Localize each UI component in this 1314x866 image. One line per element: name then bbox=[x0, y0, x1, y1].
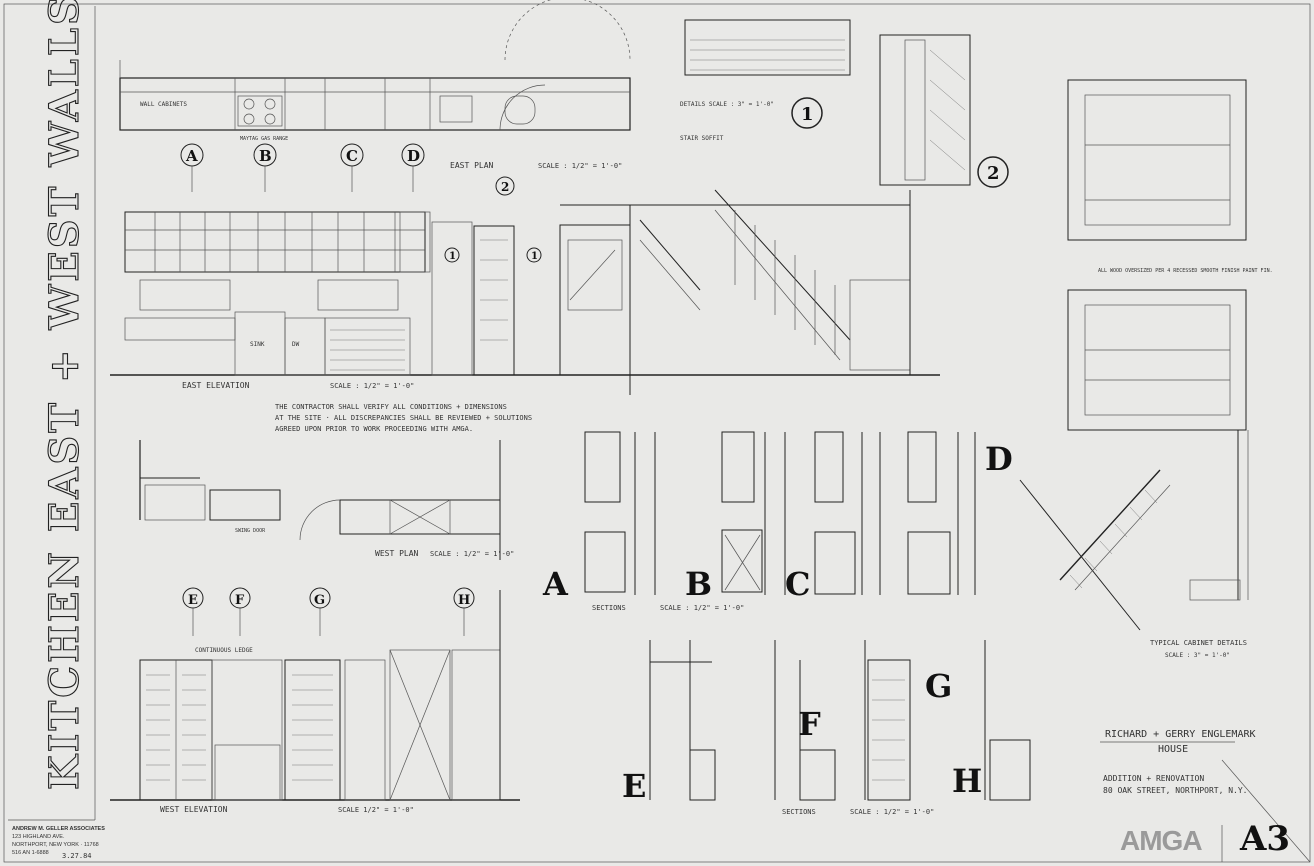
firm-name: ANDREW M. GELLER ASSOCIATES bbox=[12, 826, 105, 832]
labels-wall-cabinets: WALL CABINETS bbox=[140, 101, 187, 108]
callouts-east-letters-1: B bbox=[259, 147, 272, 165]
east-elevation: EAST ELEVATION SCALE : 1/2" = 1'-0" SINK… bbox=[110, 135, 940, 395]
vertical-sheet-title: KITCHEN EAST + WEST WALLS bbox=[41, 0, 88, 790]
east-plan-title: EAST PLAN bbox=[450, 161, 494, 170]
detail-number-2: 2 bbox=[987, 163, 1000, 184]
project-title-block: RICHARD + GERRY ENGLEMARK HOUSE ADDITION… bbox=[1100, 729, 1256, 795]
amga-logo: AMGA bbox=[1120, 825, 1202, 856]
drawings-sections-abcd-scale: SCALE : 1/2" = 1'-0" bbox=[660, 604, 744, 612]
callouts-west-letters-0: E bbox=[188, 593, 198, 608]
labels-stair-soffit: STAIR SOFFIT bbox=[680, 135, 724, 142]
east-plan-scale: SCALE : 1/2" = 1'-0" bbox=[538, 162, 622, 170]
callouts-west-letters-2: G bbox=[314, 593, 325, 608]
general-notes: THE CONTRACTOR SHALL VERIFY ALL CONDITIO… bbox=[275, 403, 532, 433]
detail-1: 1 DETAILS SCALE : 3" = 1'-0" bbox=[680, 19, 851, 129]
drawings-typical-cabinet-scale: SCALE : 3" = 1'-0" bbox=[1165, 652, 1230, 659]
west-elevation: WEST ELEVATION SCALE 1/2" = 1'-0" CONTIN… bbox=[110, 590, 520, 814]
section-c-letter: C bbox=[785, 565, 810, 603]
detail-number-1: 1 bbox=[801, 104, 814, 125]
sheet-border bbox=[3, 3, 1311, 863]
east-elevation-title: EAST ELEVATION bbox=[182, 381, 250, 390]
section-g-letter: G bbox=[925, 667, 952, 705]
sheet-number: A3 bbox=[1239, 819, 1290, 859]
labels-continuous-ledge: CONTINUOUS LEDGE bbox=[195, 647, 253, 654]
drawings-detail-1-title: DETAILS SCALE : 3" = 1'-0" bbox=[680, 101, 774, 108]
west-plan: WEST PLAN SCALE : 1/2" = 1'-0" SWING DOO… bbox=[139, 440, 514, 560]
typical-cabinet-details: TYPICAL CABINET DETAILS SCALE : 3" = 1'-… bbox=[1019, 79, 1273, 659]
notes-general-3: AGREED UPON PRIOR TO WORK PROCEEDING WIT… bbox=[275, 425, 473, 433]
project-address: 80 OAK STREET, NORTHPORT, N.Y. bbox=[1103, 786, 1248, 795]
building-label: HOUSE bbox=[1158, 744, 1188, 755]
west-plan-title: WEST PLAN bbox=[375, 549, 419, 558]
labels-maytag: MAYTAG GAS RANGE bbox=[240, 136, 288, 142]
firm-phone: 516 AN 1-6888 bbox=[12, 850, 49, 856]
callouts-east-letters-0: A bbox=[185, 147, 198, 165]
sections-abcd-title: SECTIONS bbox=[592, 604, 626, 612]
callouts-east-letters-2: C bbox=[346, 147, 358, 165]
callouts-elev-marker-2: 2 bbox=[501, 180, 509, 194]
section-a-letter: A bbox=[542, 565, 569, 603]
callouts-elev-marker-1a: 1 bbox=[449, 251, 456, 262]
section-e-letter: E bbox=[622, 767, 646, 805]
east-plan: WALL CABINETS MAYTAG GAS RANGE EAST PLAN… bbox=[119, 0, 631, 170]
firm-title-block: ANDREW M. GELLER ASSOCIATES 123 HIGHLAND… bbox=[8, 819, 105, 860]
notes-general-2: AT THE SITE · ALL DISCREPANCIES SHALL BE… bbox=[275, 414, 532, 422]
drawings-west-plan-scale: SCALE : 1/2" = 1'-0" bbox=[430, 550, 514, 558]
elevation-markers: 2 1 1 bbox=[444, 176, 542, 263]
section-f-letter: F bbox=[798, 705, 821, 743]
east-elevation-scale: SCALE : 1/2" = 1'-0" bbox=[330, 382, 414, 390]
corner-diagonal bbox=[1221, 759, 1311, 863]
section-d-letter: D bbox=[985, 440, 1013, 478]
labels-dw: DW bbox=[292, 341, 300, 348]
labels-swing-door: SWING DOOR bbox=[235, 528, 266, 534]
drawings-sections-efgh-scale: SCALE : 1/2" = 1'-0" bbox=[850, 808, 934, 816]
callouts-east-letters-3: D bbox=[407, 147, 420, 165]
sections-efgh-title: SECTIONS bbox=[782, 808, 816, 816]
west-section-markers: E F G H bbox=[182, 587, 475, 636]
project-scope: ADDITION + RENOVATION bbox=[1103, 774, 1204, 783]
section-h-letter: H bbox=[952, 762, 982, 800]
sections-abcd: A B C D SECTIONS SCALE : 1/2" = 1'-0" bbox=[542, 431, 1013, 612]
callouts-west-letters-1: F bbox=[235, 593, 245, 608]
firm-address-1: 123 HIGHLAND AVE. bbox=[12, 834, 65, 840]
typical-cabinet-title: TYPICAL CABINET DETAILS bbox=[1150, 639, 1247, 647]
east-section-markers: A B C D bbox=[180, 143, 425, 192]
west-elevation-title: WEST ELEVATION bbox=[160, 805, 228, 814]
sections-efgh: E F G H SECTIONS SCALE : 1/2" = 1'-0" bbox=[622, 640, 1031, 816]
client-name: RICHARD + GERRY ENGLEMARK bbox=[1105, 729, 1256, 740]
firm-address-2: NORTHPORT, NEW YORK · 11768 bbox=[12, 842, 99, 848]
labels-sink: SINK bbox=[250, 341, 265, 348]
drawings-west-elevation-scale: SCALE 1/2" = 1'-0" bbox=[338, 806, 414, 814]
detail-2: 2 bbox=[879, 34, 1009, 188]
section-b-letter: B bbox=[685, 565, 712, 603]
callouts-west-letters-3: H bbox=[458, 593, 470, 608]
callouts-elev-marker-1b: 1 bbox=[531, 251, 538, 262]
labels-west-label: ALL WOOD OVERSIZED PER 4 RECESSED SMOOTH… bbox=[1098, 268, 1273, 274]
notes-general-1: THE CONTRACTOR SHALL VERIFY ALL CONDITIO… bbox=[275, 403, 507, 411]
drawing-date: 3.27.84 bbox=[62, 852, 92, 860]
